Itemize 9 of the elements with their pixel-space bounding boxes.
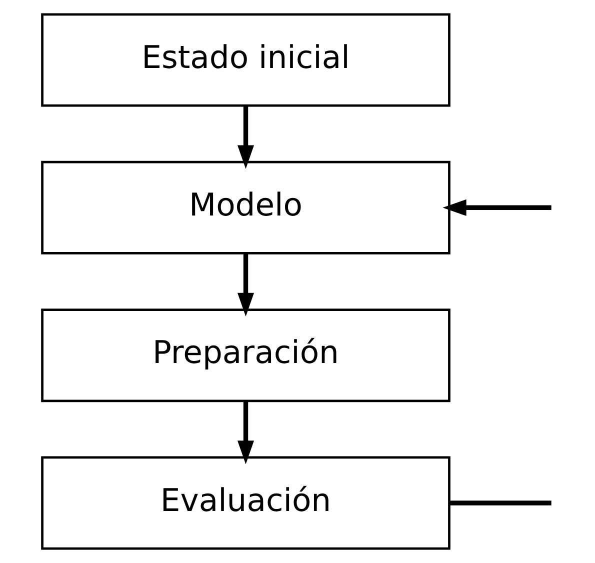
arrow	[237, 253, 254, 317]
node-box: Preparación	[41, 308, 450, 402]
node-box: Modelo	[41, 160, 450, 254]
arrow	[442, 199, 552, 216]
connector	[450, 500, 552, 506]
node-box: Evaluación	[41, 456, 450, 550]
arrow	[237, 401, 254, 464]
arrow	[237, 106, 254, 169]
node-box: Estado inicial	[41, 13, 450, 107]
